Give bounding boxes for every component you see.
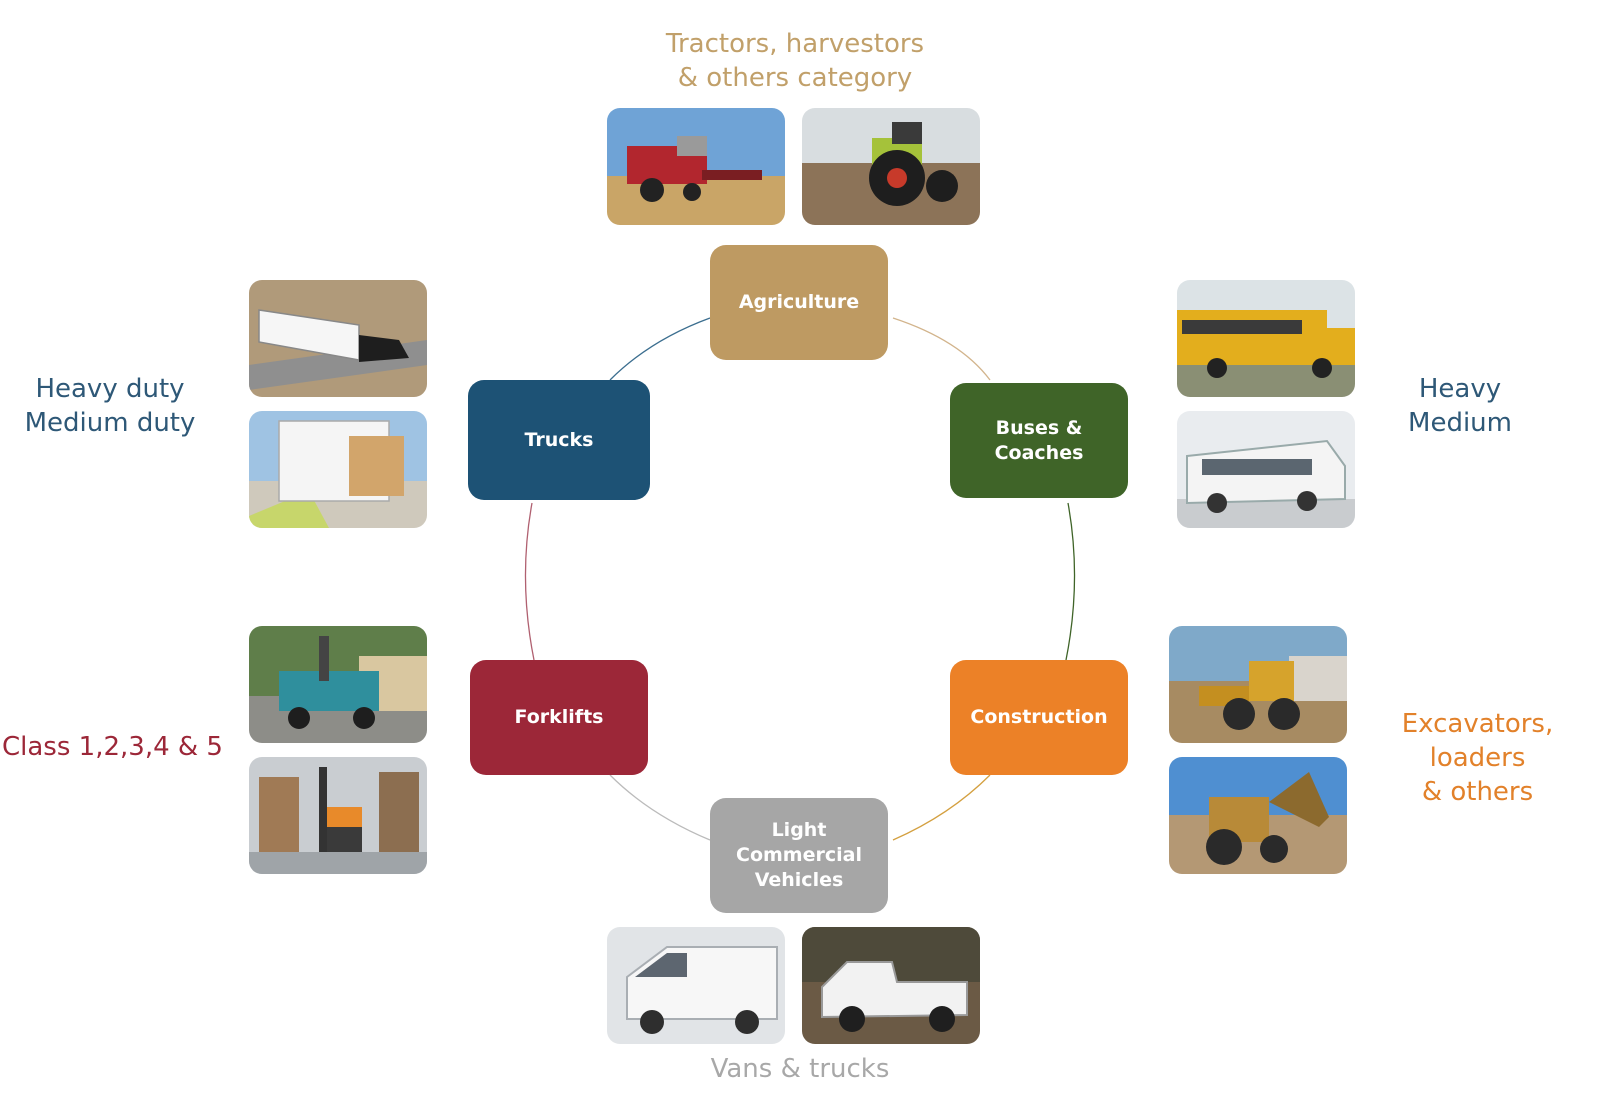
node-trucks[interactable]: Trucks (468, 380, 650, 500)
tractor-photo (802, 108, 980, 225)
wheel-loader-photo (1169, 626, 1347, 743)
arc-buses-construction (1065, 502, 1076, 661)
reach-truck-forklift-photo (249, 757, 427, 874)
caption-construction: Excavators, loaders & others (1401, 709, 1554, 807)
arc-forklifts-trucks (524, 502, 535, 661)
caption-agriculture: Tractors, harvestors & others category (665, 29, 925, 93)
caption-lcv: Vans & trucks (710, 1054, 890, 1084)
backhoe-loader-photo (1169, 757, 1347, 874)
caption-buses: Heavy Medium (1408, 374, 1512, 438)
arc-trucks-agriculture (609, 317, 711, 381)
school-bus-photo (1177, 280, 1355, 397)
sideloader-forklift-photo (249, 626, 427, 743)
arc-lcv-forklifts (609, 774, 711, 841)
node-buses-coaches[interactable]: Buses & Coaches (950, 383, 1128, 498)
semi-truck-photo (249, 280, 427, 397)
box-truck-loading-photo (249, 411, 427, 528)
node-light-commercial-vehicles[interactable]: Light Commercial Vehicles (710, 798, 888, 913)
cargo-van-photo (607, 927, 785, 1044)
combine-harvester-photo (607, 108, 785, 225)
pickup-truck-photo (802, 927, 980, 1044)
caption-forklifts: Class 1,2,3,4 & 5 (2, 732, 223, 762)
node-agriculture[interactable]: Agriculture (710, 245, 888, 360)
arc-agriculture-buses (892, 317, 991, 381)
arc-construction-lcv (892, 774, 991, 841)
node-forklifts[interactable]: Forklifts (470, 660, 648, 775)
coach-bus-photo (1177, 411, 1355, 528)
node-construction[interactable]: Construction (950, 660, 1128, 775)
caption-trucks: Heavy duty Medium duty (24, 374, 196, 438)
